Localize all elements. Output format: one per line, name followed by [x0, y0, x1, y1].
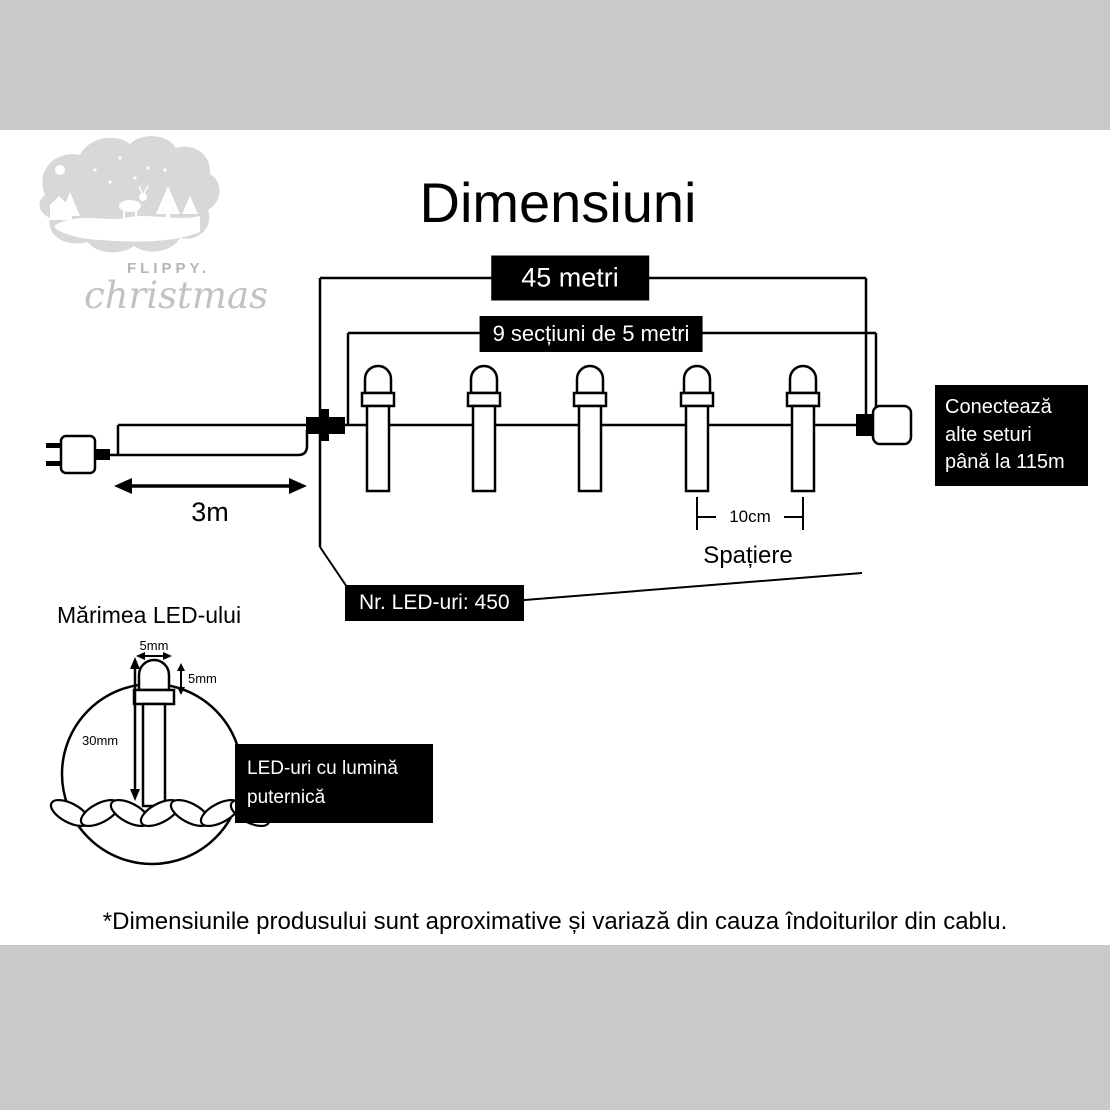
flippy-christmas-logo-art	[39, 136, 220, 253]
arrow-cap-5mm	[177, 663, 185, 695]
spacing-value-label: 10cm	[729, 507, 771, 526]
led-bulb	[360, 364, 396, 493]
led-bulb	[466, 364, 502, 493]
bulb-height-label: 30mm	[82, 733, 119, 748]
connect-note-line2: alte seturi	[945, 423, 1032, 446]
led-size-heading: Mărimea LED-ului	[57, 602, 242, 628]
bulb-cap-label: 5mm	[188, 671, 217, 686]
bright-led-callout: LED-uri cu lumină puternică	[235, 744, 433, 823]
lead-length-label: 3m	[191, 497, 229, 527]
connect-other-sets-note: Conectează alte seturi până la 115m	[935, 385, 1088, 486]
arrow-3m	[114, 478, 307, 494]
led-bulbs-row	[360, 364, 821, 493]
led-bulb	[785, 364, 821, 493]
led-count-label: Nr. LED-uri: 450	[345, 585, 524, 621]
inline-connector-icon	[306, 409, 345, 441]
callout-line2: puternică	[247, 787, 326, 809]
house-icon	[50, 206, 68, 220]
spacing-marks-10cm	[696, 497, 804, 530]
led-bulb	[572, 364, 608, 493]
bulb-width-label: 5mm	[139, 638, 169, 653]
spacing-title: Spațiere	[703, 542, 793, 569]
arrow-height-30mm	[130, 657, 140, 801]
logo-wordmark-text: christmas	[84, 274, 269, 317]
logo-brand-text: FLIPPY.	[127, 260, 211, 277]
sections-label: 9 secțiuni de 5 metri	[479, 316, 703, 352]
tree-icon	[182, 196, 198, 214]
connect-note-line1: Conectează	[945, 396, 1052, 418]
led-bulb	[679, 364, 715, 493]
led-bulb-large	[132, 658, 176, 808]
arrow-width-5mm	[136, 652, 172, 660]
power-plug-icon	[46, 434, 110, 475]
deer-icon	[119, 185, 149, 220]
total-length-label: 45 metri	[491, 255, 649, 301]
leader-lines	[319, 546, 863, 602]
connect-note-line3: până la 115m	[945, 451, 1065, 474]
callout-line1: LED-uri cu lumină	[247, 758, 398, 779]
page-title: Dimensiuni	[419, 171, 697, 234]
end-connector-icon	[856, 404, 913, 446]
disclaimer-text: *Dimensiunile produsului sunt aproximati…	[102, 908, 1008, 935]
snow-dots	[93, 156, 167, 184]
tree-icon	[156, 186, 180, 214]
moon-icon	[55, 165, 65, 175]
